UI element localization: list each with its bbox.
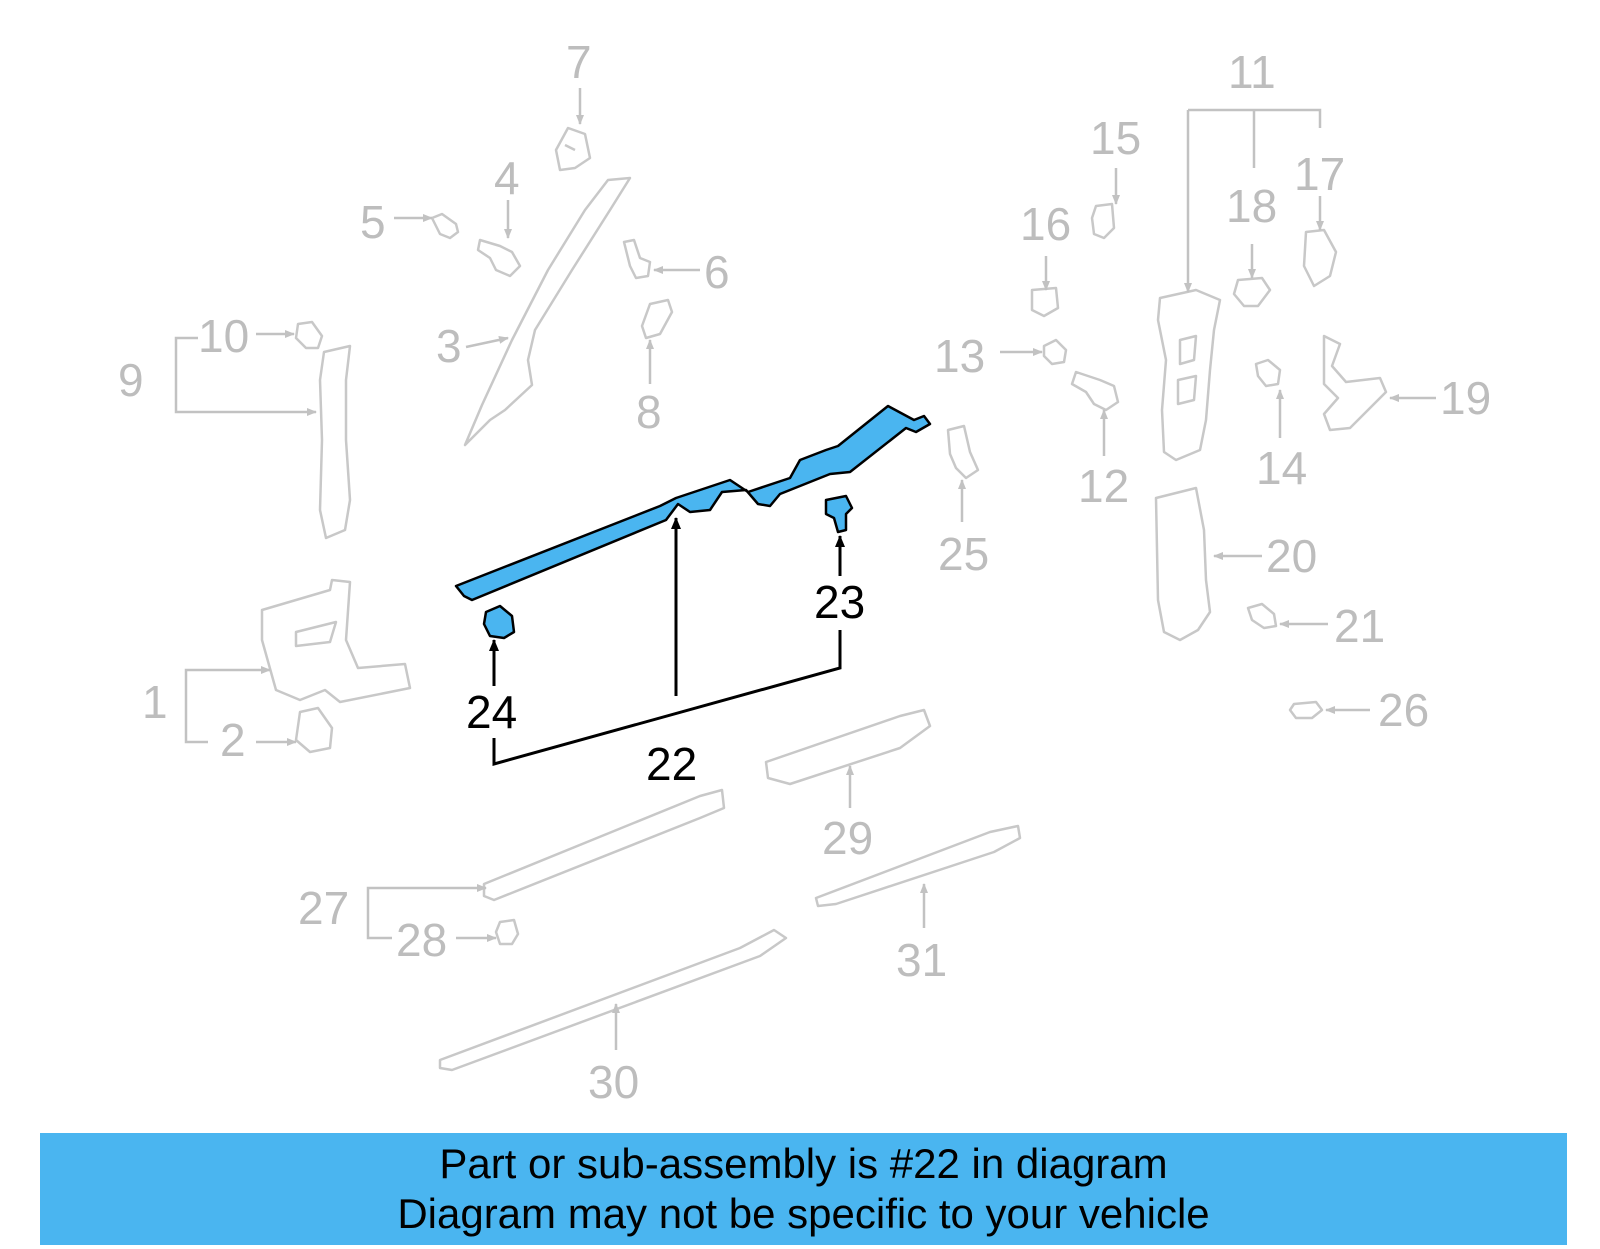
leader-27-branch: [366, 910, 392, 940]
callout-1: 1: [142, 676, 168, 728]
part-17-clip: [1302, 228, 1338, 288]
leader-1-branch: [184, 700, 208, 744]
part-30-sill-plate: [438, 928, 788, 1072]
part-18-screw: [1232, 276, 1272, 308]
callout-26: 26: [1378, 684, 1429, 736]
callout-3: 3: [436, 320, 462, 372]
part-1-lower-trim: [260, 578, 412, 704]
callout-11: 11: [1228, 46, 1276, 98]
part-8-clip: [640, 298, 674, 340]
part-7-bracket: [554, 126, 592, 172]
callout-10: 10: [198, 310, 249, 362]
callout-13: 13: [934, 330, 985, 382]
leader-3: [465, 335, 509, 349]
part-27-sill-trim: [482, 788, 726, 902]
parts-diagram: 7 4 5 6 3 8 10 9 1 2 11 15 17 18 16 13 1…: [118, 36, 1491, 1108]
callout-12: 12: [1078, 460, 1129, 512]
callout-7: 7: [566, 36, 592, 88]
caption-line-1: Part or sub-assembly is #22 in diagram: [439, 1140, 1168, 1187]
leader-22-bracket: [492, 630, 842, 766]
leader-9: [174, 336, 316, 412]
callout-22: 22: [646, 738, 697, 790]
part-14-screw: [1254, 358, 1282, 388]
part-29-scuff-plate: [764, 708, 932, 786]
part-9-pillar-trim: [318, 344, 352, 540]
part-19-handle: [1322, 334, 1388, 432]
callout-23: 23: [814, 576, 865, 628]
part-13-screw: [1042, 338, 1068, 366]
part-4-bolt: [476, 238, 522, 278]
part-24-clip: [482, 604, 516, 640]
callout-15: 15: [1090, 112, 1141, 164]
part-25-clip: [946, 424, 980, 480]
part-6-screw: [622, 238, 652, 280]
part-10-clip: [294, 320, 324, 350]
callout-6: 6: [704, 246, 730, 298]
callout-21: 21: [1334, 600, 1385, 652]
leader-11: [1188, 108, 1322, 292]
callout-4: 4: [494, 152, 520, 204]
leader-1: [184, 666, 271, 700]
callout-5: 5: [360, 196, 386, 248]
part-5-clip: [430, 212, 460, 240]
callout-14: 14: [1256, 442, 1307, 494]
callout-9: 9: [118, 354, 144, 406]
part-11-pillar-upper: [1156, 288, 1222, 462]
part-28-clip: [494, 918, 520, 946]
callout-8: 8: [636, 386, 662, 438]
part-15-clip: [1090, 202, 1116, 240]
part-26-clip: [1288, 700, 1324, 720]
callout-29: 29: [822, 812, 873, 864]
caption-line-2: Diagram may not be specific to your vehi…: [397, 1190, 1210, 1237]
callout-31: 31: [896, 934, 947, 986]
part-20-pillar-lower: [1154, 486, 1212, 642]
callout-20: 20: [1266, 530, 1317, 582]
callout-19: 19: [1440, 372, 1491, 424]
part-12-bolt: [1070, 370, 1120, 412]
callout-17: 17: [1294, 148, 1345, 200]
callout-18: 18: [1226, 180, 1277, 232]
part-16-clip: [1030, 286, 1060, 318]
part-2-clip: [294, 706, 334, 754]
leader-27: [366, 884, 487, 910]
part-23-clip: [824, 494, 854, 534]
callout-27: 27: [298, 882, 349, 934]
callout-30: 30: [588, 1056, 639, 1108]
caption-bar: Part or sub-assembly is #22 in diagram D…: [40, 1133, 1567, 1245]
callout-2: 2: [220, 714, 246, 766]
part-22-trim-panel: [454, 404, 932, 602]
callout-25: 25: [938, 528, 989, 580]
callout-24: 24: [466, 686, 517, 738]
callout-16: 16: [1020, 198, 1071, 250]
callout-28: 28: [396, 914, 447, 966]
part-3-pillar-trim: [463, 176, 632, 447]
part-31-scuff-plate: [814, 824, 1022, 908]
part-21-screw: [1246, 602, 1278, 630]
